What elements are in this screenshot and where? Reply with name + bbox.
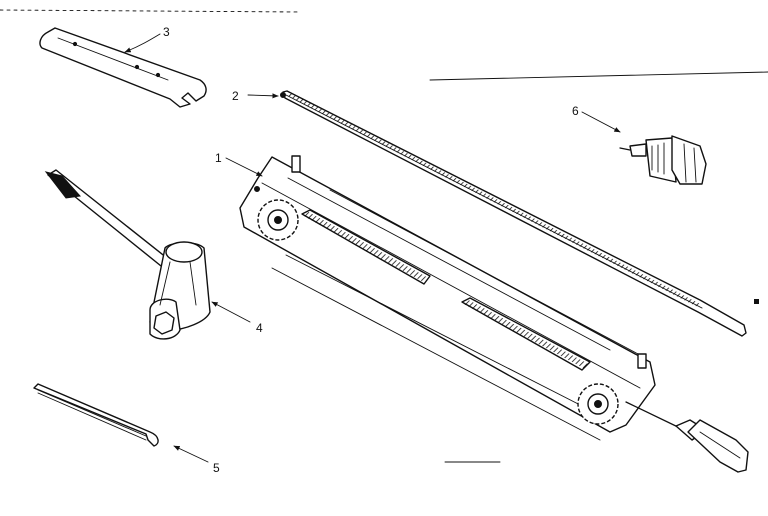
callout-6: 6: [572, 104, 579, 118]
leader-3: [124, 33, 161, 53]
leader-6: [581, 111, 621, 133]
leader-2: [247, 93, 279, 99]
leader-1: [225, 157, 263, 177]
callout-5: 5: [213, 461, 220, 475]
leader-4: [211, 301, 251, 323]
part-3-flat-wrench: [39, 27, 207, 108]
part-5-hex-key: [33, 383, 159, 447]
callout-3: 3: [163, 25, 170, 39]
thumb-wheel-upper: [257, 199, 299, 241]
file-handle: [625, 401, 749, 473]
part-2-round-file: [280, 90, 747, 337]
part-1-file-guide: [239, 155, 656, 441]
callout-1: 1: [215, 151, 222, 165]
leader-lines: [124, 33, 621, 463]
callout-4: 4: [256, 321, 263, 335]
part-4-socket-wrench: [44, 169, 211, 340]
part-6-spark-plug: [619, 135, 707, 185]
thumb-wheel-lower: [577, 383, 619, 425]
callout-2: 2: [232, 89, 239, 103]
leader-5: [173, 445, 209, 463]
scan-marks: [0, 9, 768, 463]
